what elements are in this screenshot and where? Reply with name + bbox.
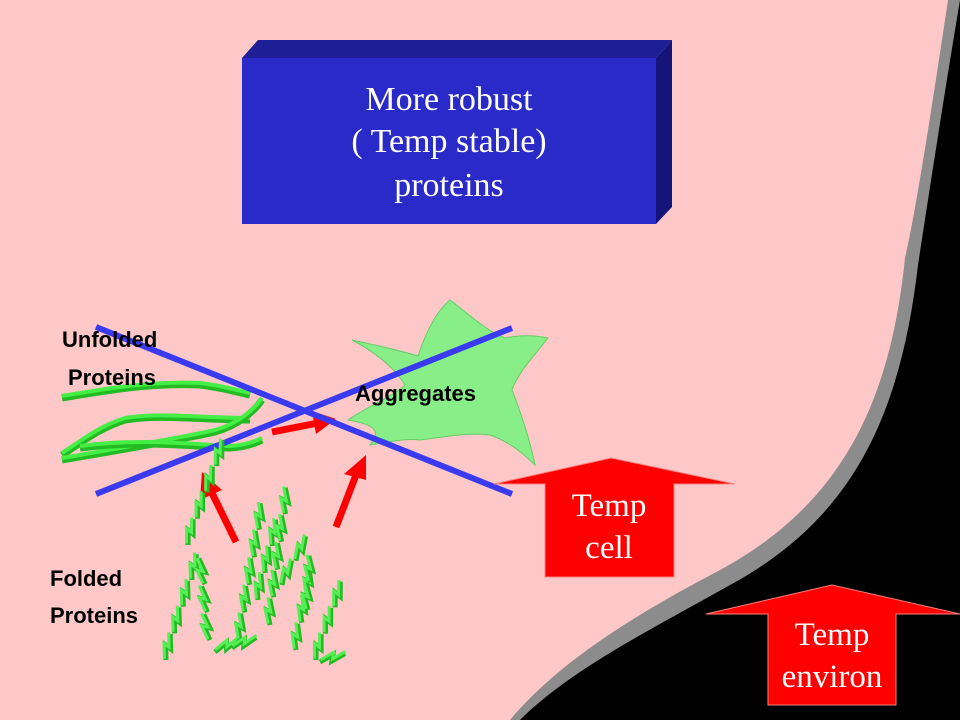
box-front-face (242, 58, 656, 224)
box-line-2: ( Temp stable) (351, 123, 546, 160)
temp-environ-arrow: Temp environ (705, 584, 960, 706)
folded-label-line-1: Folded (50, 566, 122, 591)
unfolded-label-line-1: Unfolded (62, 327, 157, 352)
folded-label-line-2: Proteins (50, 603, 138, 628)
temp-cell-line-2: cell (585, 530, 633, 566)
temp-cell-arrow: Temp cell (493, 457, 736, 578)
temp-environ-line-2: environ (782, 659, 883, 695)
aggregates-label: Aggregates (355, 381, 476, 406)
aggregate-blob (346, 299, 549, 467)
box-top-face (242, 40, 672, 58)
folded-to-aggregate-arrow (332, 455, 366, 529)
temp-cell-line-1: Temp (572, 488, 647, 524)
temp-environ-line-1: Temp (795, 617, 870, 653)
unfolded-label-line-2: Proteins (68, 365, 156, 390)
cross-out-lines (94, 324, 514, 497)
box-line-1: More robust (365, 81, 533, 118)
robust-proteins-box: More robust ( Temp stable) proteins (242, 40, 672, 224)
box-line-3: proteins (394, 167, 504, 204)
box-side-face (656, 40, 672, 224)
